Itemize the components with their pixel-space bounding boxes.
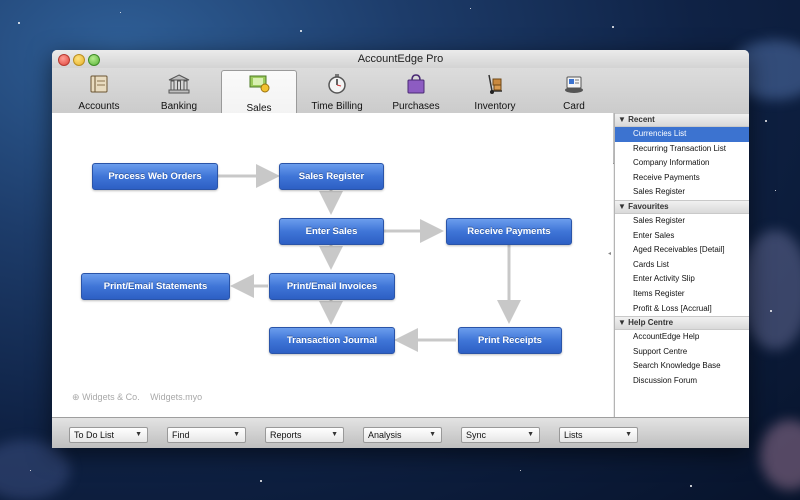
minimize-window-button[interactable]	[73, 54, 85, 66]
chevron-down-icon: ▼	[625, 431, 632, 438]
tab-card[interactable]: Card	[537, 72, 611, 112]
title-bar: AccountEdge Pro	[52, 50, 749, 68]
process-web-orders-button[interactable]: Process Web Orders	[92, 163, 218, 190]
recent-item[interactable]: Currencies List	[615, 127, 749, 142]
sales-register-icon	[248, 73, 270, 93]
tab-accounts-label: Accounts	[78, 101, 120, 112]
chevron-down-icon: ▼	[429, 431, 436, 438]
window-title: AccountEdge Pro	[357, 53, 444, 65]
company-name: Widgets & Co.	[82, 392, 140, 402]
enter-sales-button[interactable]: Enter Sales	[279, 218, 384, 245]
lists-dropdown[interactable]: Lists▼	[559, 427, 638, 443]
app-window: AccountEdge Pro Accounts Banking Sales	[52, 50, 749, 448]
print-email-invoices-button[interactable]: Print/Email Invoices	[269, 273, 395, 300]
company-file-name: Widgets.myo	[150, 392, 203, 402]
company-logo-icon: ⊕	[72, 392, 80, 402]
favourite-item[interactable]: Sales Register	[633, 215, 686, 225]
favourite-item[interactable]: Cards List	[633, 259, 670, 269]
tab-purchases-label: Purchases	[392, 101, 440, 112]
tab-card-label: Card	[563, 101, 585, 112]
favourite-item[interactable]: Items Register	[633, 288, 685, 298]
analysis-dropdown[interactable]: Analysis▼	[363, 427, 442, 443]
help-item[interactable]: Search Knowledge Base	[633, 361, 721, 371]
help-item[interactable]: Support Centre	[633, 346, 688, 356]
reports-dropdown[interactable]: Reports▼	[265, 427, 344, 443]
chevron-down-icon: ▼	[135, 431, 142, 438]
favourite-item[interactable]: Aged Receivables [Detail]	[633, 245, 725, 255]
close-window-button[interactable]	[58, 54, 70, 66]
find-dropdown[interactable]: Find▼	[167, 427, 246, 443]
tab-banking-label: Banking	[160, 101, 198, 112]
recent-item[interactable]: Receive Payments	[633, 172, 700, 182]
recent-section-header[interactable]: ▼ Recent	[615, 113, 749, 127]
ledger-book-icon	[88, 74, 110, 94]
favourites-section-header[interactable]: ▼ Favourites	[615, 199, 749, 214]
help-centre-section-header[interactable]: ▼ Help Centre	[615, 316, 749, 331]
tab-sales-label: Sales	[246, 103, 272, 114]
to-do-list-dropdown[interactable]: To Do List▼	[69, 427, 148, 443]
tab-time-billing-label: Time Billing	[311, 101, 363, 112]
tab-banking[interactable]: Banking	[142, 72, 216, 112]
favourite-item[interactable]: Profit & Loss [Accrual]	[633, 303, 712, 313]
hand-truck-icon	[484, 74, 506, 94]
help-item[interactable]: Discussion Forum	[633, 375, 698, 385]
shortcuts-sidebar: ▼ Recent Currencies List Recurring Trans…	[614, 113, 749, 417]
tab-inventory[interactable]: Inventory	[458, 72, 532, 112]
tab-time-billing[interactable]: Time Billing	[300, 72, 374, 112]
flow-arrows	[217, 164, 521, 352]
chevron-down-icon: ▼	[331, 431, 338, 438]
recent-item[interactable]: Recurring Transaction List	[633, 143, 726, 153]
company-file-info: ⊕ Widgets & Co. Widgets.myo	[72, 392, 202, 403]
bank-building-icon	[168, 74, 190, 94]
receive-payments-button[interactable]: Receive Payments	[446, 218, 572, 245]
sales-register-button[interactable]: Sales Register	[279, 163, 384, 190]
tab-purchases[interactable]: Purchases	[379, 72, 453, 112]
chevron-down-icon: ▼	[527, 431, 534, 438]
print-receipts-button[interactable]: Print Receipts	[458, 327, 562, 354]
print-email-statements-button[interactable]: Print/Email Statements	[81, 273, 230, 300]
stopwatch-icon	[326, 74, 348, 94]
rolodex-card-icon	[563, 74, 585, 94]
sync-dropdown[interactable]: Sync▼	[461, 427, 540, 443]
chevron-down-icon: ▼	[233, 431, 240, 438]
sales-flowchart-area: Process Web Orders Sales Register Enter …	[52, 113, 613, 417]
shopping-bag-icon	[405, 74, 427, 94]
recent-item[interactable]: Company Information	[633, 158, 710, 168]
bottom-menu-bar: To Do List▼ Find▼ Reports▼ Analysis▼ Syn…	[52, 417, 749, 448]
tab-inventory-label: Inventory	[474, 101, 516, 112]
recent-item[interactable]: Sales Register	[633, 187, 686, 197]
favourite-item[interactable]: Enter Sales	[633, 230, 675, 240]
transaction-journal-button[interactable]: Transaction Journal	[269, 327, 395, 354]
help-item[interactable]: AccountEdge Help	[633, 332, 700, 342]
favourite-item[interactable]: Enter Activity Slip	[633, 274, 695, 284]
tab-sales[interactable]: Sales	[221, 70, 297, 114]
tab-accounts[interactable]: Accounts	[62, 72, 136, 112]
split-view-grip-icon[interactable]: ◂	[608, 251, 612, 257]
zoom-window-button[interactable]	[88, 54, 100, 66]
